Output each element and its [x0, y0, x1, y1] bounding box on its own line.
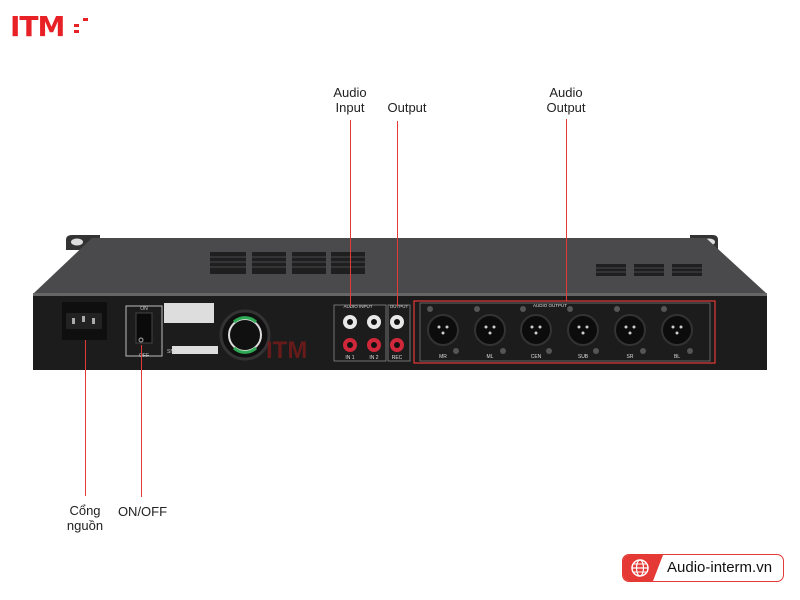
xlr-output-connector[interactable]: ML — [474, 306, 506, 360]
serial-label — [172, 346, 218, 354]
xlr-output-connector[interactable]: SUB — [567, 306, 599, 360]
svg-text:SN:: SN: — [167, 349, 175, 355]
xlr-label: ML — [487, 354, 494, 360]
rca-jack-pair[interactable]: IN 1 — [343, 315, 357, 361]
callout-audio-output: Audio Output — [546, 85, 586, 115]
svg-text:ITM: ITM — [266, 337, 307, 364]
callout-line-audio-output — [566, 119, 567, 301]
rca-jack-pair[interactable]: IN 2 — [367, 315, 381, 361]
power-switch[interactable] — [135, 312, 153, 344]
xlr-label: BL — [674, 354, 680, 360]
rca-label: REC — [392, 355, 403, 361]
website-badge[interactable]: Audio-interm.vn — [622, 554, 784, 582]
callout-on-off: ON/OFF — [117, 504, 168, 519]
svg-text:ON: ON — [140, 306, 148, 312]
svg-text:OFF: OFF — [139, 353, 149, 359]
xlr-label: CEN — [531, 354, 542, 360]
svg-text:AUDIO OUTPUT: AUDIO OUTPUT — [533, 303, 567, 308]
audio-output-highlight — [413, 300, 716, 364]
xlr-output-connector[interactable]: SR — [614, 306, 646, 360]
warning-label — [164, 303, 214, 323]
xlr-output-connector[interactable]: BL — [661, 306, 693, 360]
xlr-label: MR — [439, 354, 447, 360]
logo-mark-icon — [74, 18, 88, 33]
callout-output: Output — [387, 100, 427, 115]
callout-line-on-off — [141, 345, 142, 497]
xlr-output-connector[interactable]: CEN — [520, 306, 552, 360]
callout-power-port: Cổng nguồn — [66, 503, 104, 533]
callout-line-audio-input — [350, 120, 351, 306]
svg-text:OUTPUT: OUTPUT — [390, 304, 409, 309]
callout-audio-input: Audio Input — [333, 85, 367, 115]
rca-label: IN 1 — [345, 355, 354, 361]
xlr-label: SUB — [578, 354, 589, 360]
brand-logo: ITM — [10, 10, 65, 43]
globe-icon — [631, 559, 649, 577]
callout-line-power — [85, 340, 86, 496]
callout-line-output — [397, 121, 398, 306]
xlr-output-connector[interactable]: MR — [427, 306, 459, 360]
xlr-label: SR — [627, 354, 634, 360]
website-text: Audio-interm.vn — [667, 559, 773, 576]
rca-jack-pair[interactable]: REC — [390, 315, 404, 361]
device-top — [34, 238, 766, 293]
rca-label: IN 2 — [369, 355, 378, 361]
svg-text:AUDIO INPUT: AUDIO INPUT — [343, 304, 372, 309]
